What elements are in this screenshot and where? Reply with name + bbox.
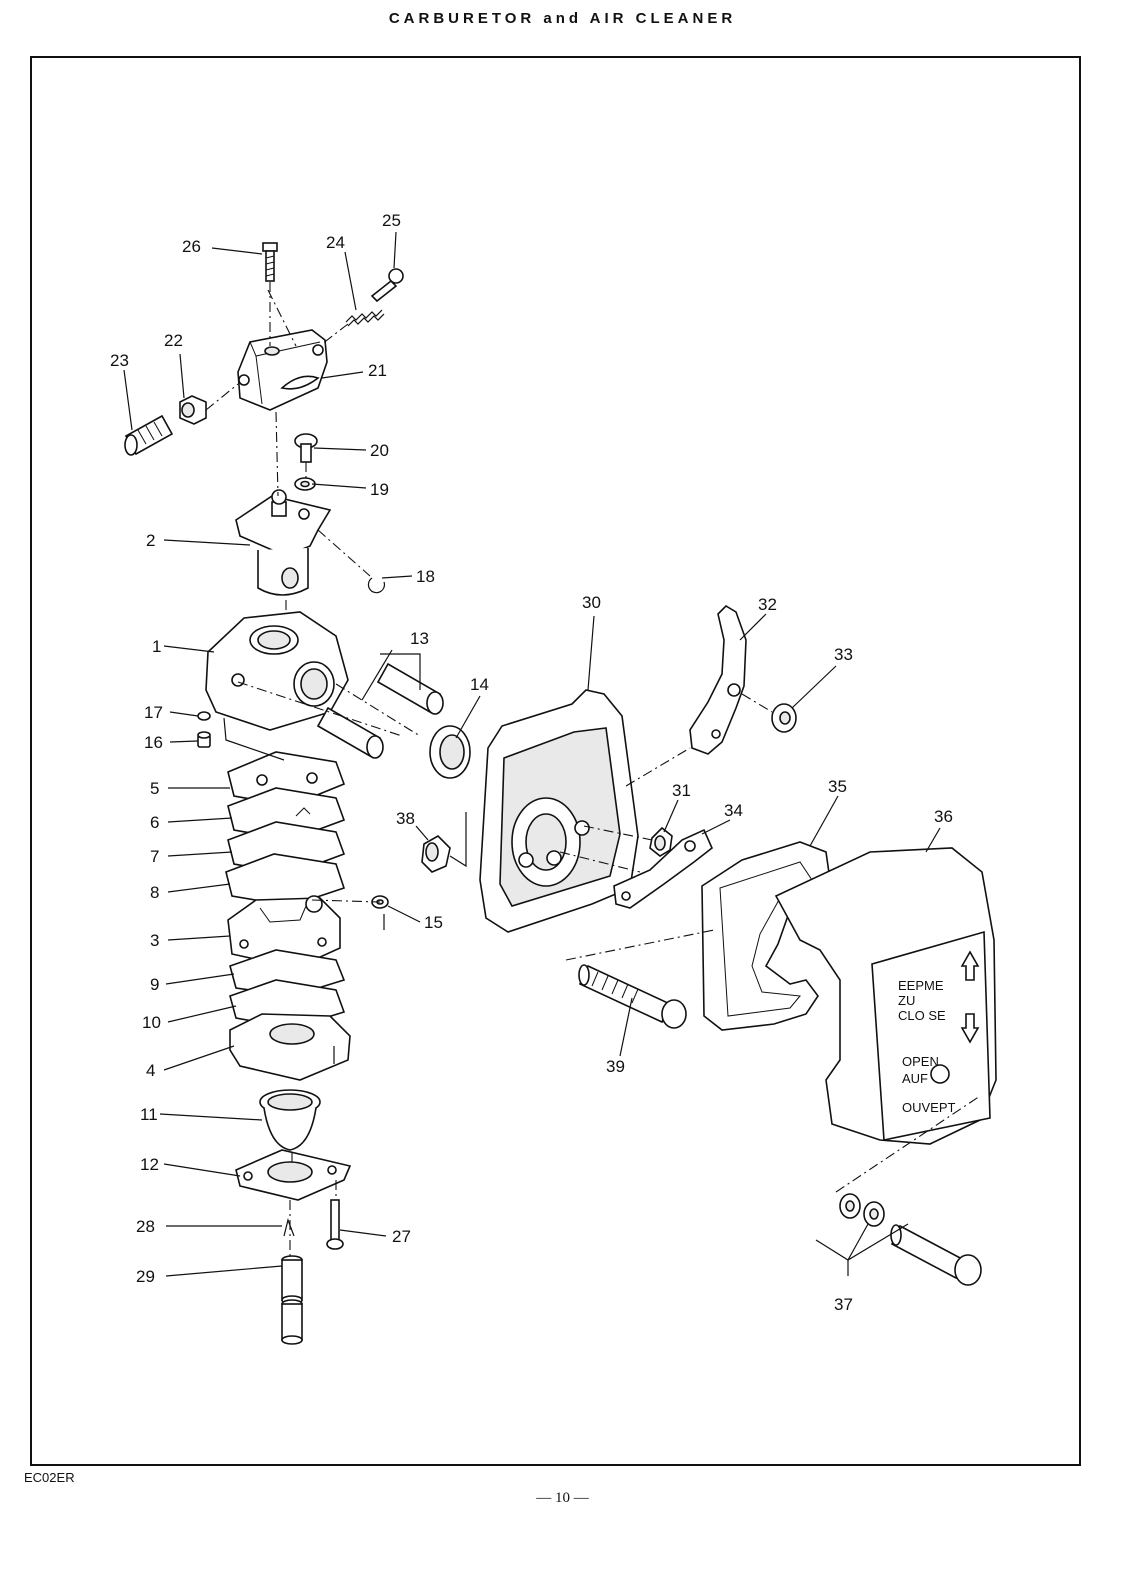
callout-37: 37 [834,1295,853,1314]
callout-36: 36 [934,807,953,826]
callout-29: 29 [136,1267,155,1286]
callout-26: 26 [182,237,201,256]
part-22-nut [179,395,207,425]
part-34-bracket [613,828,713,909]
part-23-adjusting-screw [124,414,174,456]
page-number: — 10 — [536,1490,589,1506]
part-17-o-ring [197,711,211,721]
part-38-collar [421,835,451,873]
part-5-gasket [227,751,346,807]
callout-30: 30 [582,593,601,612]
part-11-primer-bulb [259,1089,321,1151]
document-code: EC02ER [24,1470,75,1485]
part-9-gasket [229,949,346,997]
part-26-screw [262,242,278,282]
callout-10: 10 [142,1013,161,1032]
callout-25: 25 [382,211,401,230]
part-18-clip [367,577,386,594]
cover-open-word-3: OUVEPT [902,1100,956,1115]
part-16-plug [197,731,211,748]
part-30-air-cleaner-base [479,689,639,933]
callout-15: 15 [424,913,443,932]
page-title: CARBURETOR and AIR CLEANER [388,10,737,27]
callout-20: 20 [370,441,389,460]
part-28-clip [283,1217,295,1237]
callout-21: 21 [368,361,387,380]
callout-9: 9 [150,975,159,994]
cover-open-word-2: AUF [902,1071,928,1086]
callout-23: 23 [110,351,129,370]
callout-11: 11 [140,1105,158,1124]
part-20-screw [294,433,318,463]
bracket-lines [223,649,909,1276]
part-39-bolt [578,964,687,1029]
callout-5: 5 [150,779,159,798]
part-3-pump-body [227,895,341,969]
cover-markings: EEPME ZU CLO SE OPEN AUF OUVEPT [898,978,956,1115]
callout-1: 1 [152,637,161,656]
part-27-screw [326,1199,344,1250]
callout-leader-lines [123,231,941,1277]
callout-34: 34 [724,801,743,820]
part-21-bracket [237,329,328,411]
callout-17: 17 [144,703,163,722]
callout-19: 19 [370,480,389,499]
callout-35: 35 [828,777,847,796]
part-2-throttle-valve [235,489,332,596]
part-25-screw [370,268,404,303]
part-24-spring [345,309,385,327]
callout-8: 8 [150,883,159,902]
part-6-diaphragm [227,787,346,841]
callout-18: 18 [416,567,435,586]
callout-38: 38 [396,809,415,828]
part-1-carburetor-body [205,611,349,731]
diagram-frame [30,56,1081,1466]
callout-14: 14 [470,675,489,694]
cover-close-word-3: CLO SE [898,1008,946,1023]
part-32-choke-lever [689,604,747,755]
cover-open-word-1: OPEN [902,1054,939,1069]
part-12-retainer [235,1149,352,1201]
cover-close-word-1: EEPME [898,978,944,993]
part-8-gasket [225,853,346,907]
part-4-cover [229,1013,351,1081]
callout-4: 4 [146,1061,155,1080]
callout-2: 2 [146,531,155,550]
callout-7: 7 [150,847,159,866]
callout-39: 39 [606,1057,625,1076]
callout-16: 16 [144,733,163,752]
callout-6: 6 [150,813,159,832]
cover-close-word-2: ZU [898,993,915,1008]
part-36-air-cleaner-cover [774,847,997,1145]
callout-3: 3 [150,931,159,950]
callout-28: 28 [136,1217,155,1236]
callout-27: 27 [392,1227,411,1246]
part-33-washer [771,703,797,733]
part-29-filter [281,1255,303,1345]
callout-13: 13 [410,629,429,648]
callout-33: 33 [834,645,853,664]
part-37-bolt-and-washers [839,1193,982,1286]
callout-31: 31 [672,781,691,800]
part-31-collar [649,826,673,857]
callout-24: 24 [326,233,345,252]
assembly-centerlines [205,282,981,1258]
callout-labels: 26 24 25 21 22 23 20 19 2 18 1 17 16 13 … [110,211,953,1314]
callout-12: 12 [140,1155,159,1174]
callout-22: 22 [164,331,183,350]
part-14-seal-ring [429,725,471,779]
part-13-tubes [316,662,444,759]
callout-32: 32 [758,595,777,614]
